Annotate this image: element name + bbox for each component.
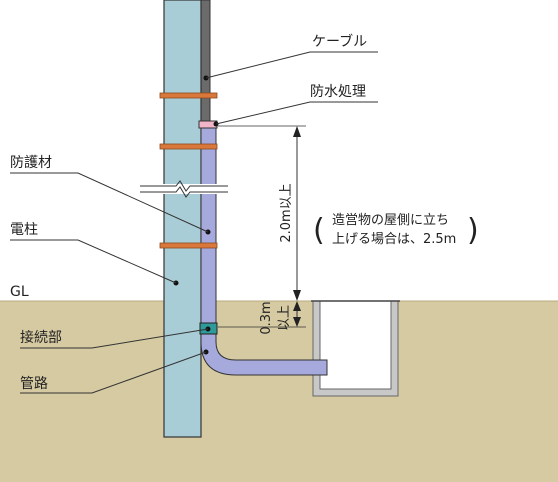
band-3 bbox=[159, 242, 218, 249]
label-cable: ケーブル bbox=[312, 33, 367, 50]
leader-conduit bbox=[20, 351, 207, 394]
dim-2m-arrow-top bbox=[293, 126, 301, 137]
handhole-inner bbox=[319, 300, 392, 390]
label-utility-pole: 電柱 bbox=[10, 222, 38, 238]
band-1 bbox=[159, 92, 218, 99]
label-ground-level: GL bbox=[10, 284, 29, 300]
ground-area bbox=[0, 301, 558, 482]
dim-03-arrow-top bbox=[293, 301, 301, 311]
cable bbox=[200, 0, 211, 125]
break-gap bbox=[138, 184, 230, 194]
leader-cable bbox=[205, 51, 378, 79]
note-line-2: 上げる場合は、2.5m bbox=[332, 232, 456, 247]
break-line-top bbox=[140, 180, 228, 192]
dim-2m-arrow-bottom bbox=[293, 290, 301, 301]
dim-03-value: 0.3m bbox=[259, 301, 274, 334]
leader-joint bbox=[20, 328, 209, 349]
conduit-riser bbox=[200, 126, 217, 328]
dim-03-arrow-bottom bbox=[293, 317, 301, 327]
label-joint: 接続部 bbox=[20, 329, 62, 346]
band-2 bbox=[159, 143, 218, 150]
note-line-1: 造営物の屋側に立ち bbox=[332, 213, 449, 228]
dim-2m-text: 2.0m以上 bbox=[279, 183, 294, 242]
label-waterproofing: 防水処理 bbox=[310, 84, 366, 100]
label-protective-material: 防護材 bbox=[10, 155, 52, 171]
label-conduit: 管路 bbox=[20, 376, 48, 392]
note-open-paren: ( bbox=[313, 213, 325, 248]
dim-03-suffix: 以上 bbox=[277, 305, 292, 331]
note-close-paren: ) bbox=[467, 213, 479, 248]
leader-waterproofing bbox=[215, 101, 378, 125]
leader-protective bbox=[10, 172, 209, 233]
leader-pole bbox=[10, 239, 177, 284]
break-line-bottom bbox=[140, 186, 228, 198]
conduit-bend bbox=[200, 333, 328, 376]
utility-pole bbox=[163, 0, 202, 438]
